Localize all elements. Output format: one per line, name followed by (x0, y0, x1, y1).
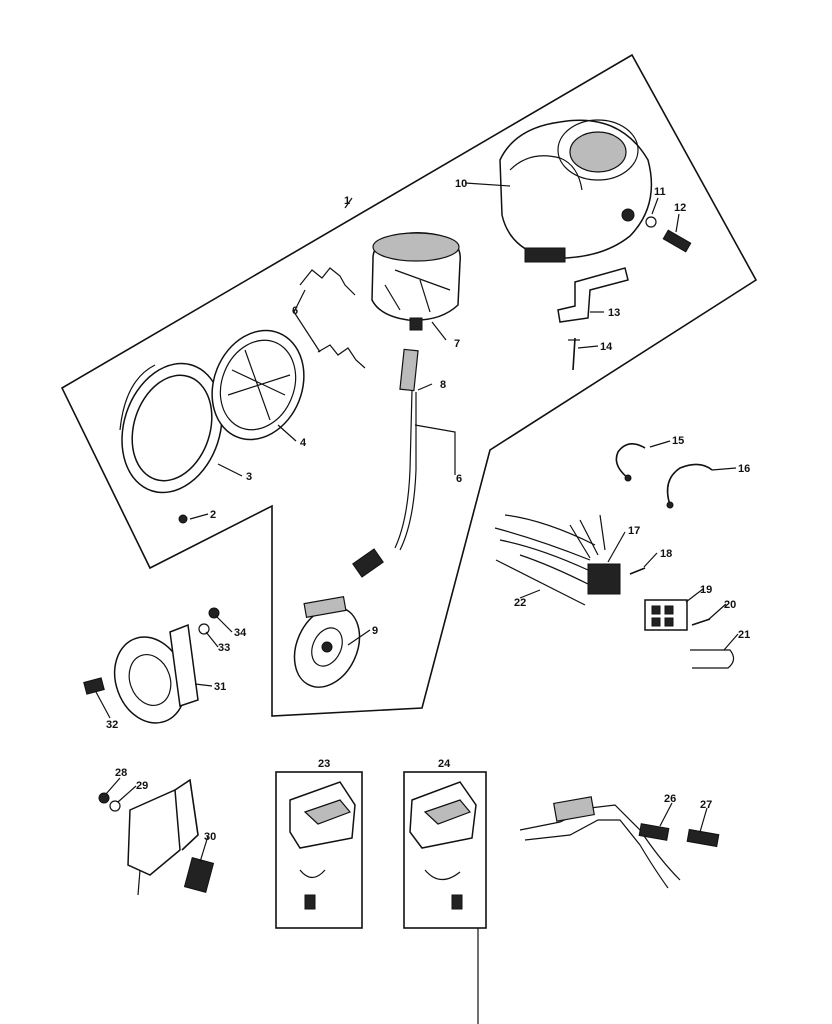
callout-33: 33 (218, 642, 230, 654)
callout-4: 4 (300, 437, 307, 449)
screw-2-part (178, 514, 188, 524)
callout-1: 1 (344, 195, 350, 207)
sealed-beam (211, 329, 305, 441)
clip-15-part (615, 443, 646, 482)
switch-24-box (403, 771, 487, 929)
callout-32: 32 (106, 719, 118, 731)
callout-24: 24 (438, 758, 451, 770)
callout-17: 17 (628, 525, 640, 537)
callout-8: 8 (440, 379, 446, 391)
clip-16-part (666, 463, 713, 509)
callout-1-bracket (344, 197, 353, 209)
callout-23: 23 (318, 758, 330, 770)
mounting-bracket (557, 267, 629, 323)
callout-22: 22 (514, 597, 526, 609)
screw-14-part (568, 337, 580, 371)
spring-clips (299, 267, 366, 369)
callout-6b: 6 (456, 473, 462, 485)
terminal-20-part (691, 618, 711, 626)
callout-14: 14 (600, 341, 613, 353)
callout-30: 30 (204, 831, 216, 843)
switch-23-part (289, 781, 356, 910)
callout-26: 26 (664, 793, 676, 805)
callout-9: 9 (372, 625, 378, 637)
switch-23-box (275, 771, 363, 929)
speedometer (371, 232, 461, 331)
callout-13: 13 (608, 307, 620, 319)
callout-6a: 6 (292, 305, 298, 317)
callout-2: 2 (210, 509, 216, 521)
headlight-bezel (119, 362, 223, 494)
callout-31: 31 (214, 681, 226, 693)
leader-lines (95, 182, 739, 863)
callout-12: 12 (674, 202, 686, 214)
callout-29: 29 (136, 780, 148, 792)
loop-21-part (690, 649, 735, 669)
horn-bracket (98, 778, 215, 896)
callout-28: 28 (115, 767, 127, 779)
callout-16: 16 (738, 463, 750, 475)
headlight-shell (499, 119, 653, 263)
switch-24-part (409, 781, 477, 910)
callout-15: 15 (672, 435, 684, 447)
horn-assembly (83, 607, 220, 724)
callout-10: 10 (455, 178, 467, 190)
speedometer-drive (293, 595, 361, 688)
wiring-harness (494, 514, 621, 606)
callout-11: 11 (654, 186, 666, 198)
connector-19-part (644, 599, 688, 631)
callout-7: 7 (454, 338, 460, 350)
handlebar-lever (519, 796, 720, 889)
callout-18: 18 (660, 548, 672, 560)
shell-hardware (645, 216, 692, 253)
callout-20: 20 (724, 599, 736, 611)
callout-27: 27 (700, 799, 712, 811)
callout-3: 3 (246, 471, 252, 483)
pin-18-part (629, 567, 646, 575)
assembly-outline (60, 53, 758, 717)
speedometer-cable (352, 348, 419, 578)
callout-19: 19 (700, 584, 712, 596)
callout-34: 34 (234, 627, 247, 639)
callout-21: 21 (738, 629, 750, 641)
